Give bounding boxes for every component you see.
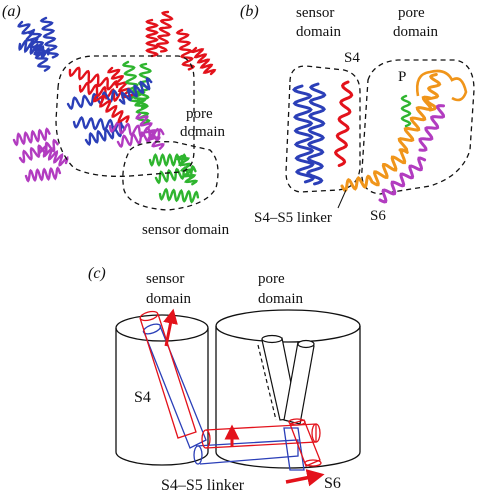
- panel-c-tag: (c): [88, 265, 106, 282]
- helix-coil: [17, 20, 47, 58]
- helix-coil: [68, 66, 119, 91]
- helix-coil: [92, 94, 130, 124]
- ribbon-structure: [292, 69, 468, 204]
- pore-domain-label: pore domain: [180, 106, 225, 140]
- helix-coil: [18, 38, 50, 60]
- panel-c: (c) sensor domain pore domain: [88, 265, 361, 494]
- s4-s5-linker-label: S4–S5 linker: [161, 477, 245, 494]
- helix-coil: [333, 80, 354, 167]
- sensor-cylinder: [115, 314, 209, 466]
- sensor-domain-outline: [285, 65, 361, 193]
- linker-leader-line: [337, 189, 347, 209]
- helix-coil: [340, 174, 373, 193]
- sensor-domain-label: sensor domain: [142, 222, 230, 238]
- s6-label: S6: [324, 475, 341, 492]
- panel-a-tag: (a): [2, 3, 21, 20]
- panel-a: (a) pore domain sensor domain: [2, 3, 230, 238]
- helix-coil: [175, 154, 199, 186]
- pore-domain-label: pore domain: [258, 271, 303, 307]
- pore-domain-outline: [55, 55, 195, 177]
- s6-movement-arrow: [285, 469, 325, 487]
- p-loop: [415, 69, 468, 102]
- helix-coil: [400, 94, 412, 128]
- helix-coil: [190, 46, 217, 76]
- helix-coil: [378, 156, 427, 204]
- helix-coil: [24, 166, 62, 183]
- helix-coil: [292, 84, 316, 184]
- helix-coil: [155, 10, 174, 53]
- sensor-domain-label: sensor domain: [296, 5, 341, 40]
- pore-domain-outline: [361, 59, 475, 195]
- helix-coil: [370, 148, 409, 187]
- helix-coil: [12, 127, 51, 147]
- panel-b-tag: (b): [240, 3, 259, 20]
- helix-coil: [418, 104, 446, 152]
- s4-helix: [139, 310, 207, 449]
- s4-s5-linker-label: S4–S5 linker: [254, 210, 332, 226]
- helix-coil: [397, 95, 433, 153]
- helix-coil: [135, 112, 165, 150]
- sensor-domain-label: sensor domain: [146, 271, 191, 307]
- helix-coil: [145, 18, 159, 58]
- helix-coil: [305, 82, 327, 186]
- helix-clusters: [12, 10, 217, 204]
- helix-coil: [78, 81, 124, 103]
- pore-helices: [257, 334, 315, 425]
- helix-coil: [175, 28, 196, 71]
- helix-coil: [158, 187, 200, 204]
- helix-coil: [84, 123, 126, 146]
- helix-coil: [37, 144, 69, 167]
- s6-label: S6: [370, 208, 386, 224]
- pore-domain-label: pore domain: [393, 5, 438, 40]
- panel-b: (b) sensor domain pore domain S4 P S4–S5…: [240, 3, 475, 226]
- p-loop-label: P: [398, 69, 406, 85]
- s4-movement-arrow: [163, 308, 178, 347]
- pore-cylinder: [215, 309, 361, 469]
- helix-coil: [424, 73, 442, 112]
- s4-label: S4: [134, 389, 151, 406]
- s4-label: S4: [344, 50, 360, 66]
- s6-helix: [283, 418, 322, 471]
- linker-helix: [193, 423, 321, 465]
- helix-coil: [118, 77, 153, 105]
